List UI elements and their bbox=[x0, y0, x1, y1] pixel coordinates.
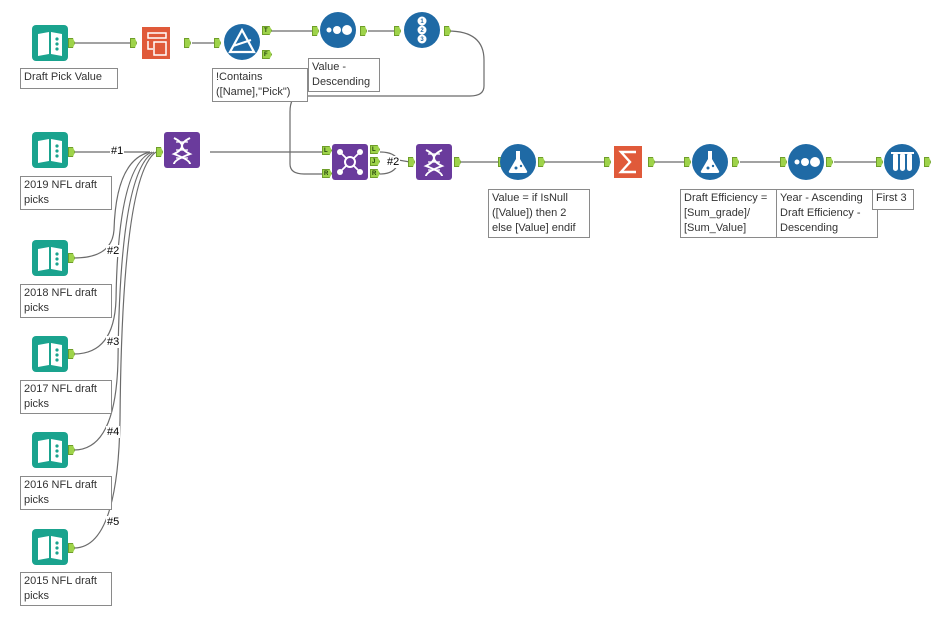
output-anchor[interactable] bbox=[454, 157, 461, 167]
sort-tool-year-efficiency[interactable] bbox=[788, 144, 824, 180]
annotation-2019-picks: 2019 NFL draft picks bbox=[20, 176, 112, 210]
annotation-draft-pick-value: Draft Pick Value bbox=[20, 68, 118, 89]
sigma-icon bbox=[614, 146, 642, 178]
join-inner-output-anchor[interactable]: J bbox=[370, 157, 380, 166]
flask-icon bbox=[692, 144, 728, 180]
input-data-tool-2017[interactable] bbox=[32, 336, 68, 372]
input-anchor[interactable] bbox=[156, 147, 163, 157]
annotation-2018-picks: 2018 NFL draft picks bbox=[20, 284, 112, 318]
input-anchor[interactable] bbox=[604, 157, 611, 167]
annotation-2015-picks: 2015 NFL draft picks bbox=[20, 572, 112, 606]
test-tubes-icon bbox=[884, 144, 920, 180]
output-anchor[interactable] bbox=[68, 445, 75, 455]
formula-tool-value[interactable] bbox=[500, 144, 536, 180]
input-anchor[interactable] bbox=[214, 38, 221, 48]
input-data-tool-2019[interactable] bbox=[32, 132, 68, 168]
output-anchor[interactable] bbox=[538, 157, 545, 167]
annotation-sort-value: Value - Descending bbox=[308, 58, 380, 92]
annotation-first-3: First 3 bbox=[872, 189, 914, 210]
book-icon bbox=[32, 336, 68, 372]
formula-tool-efficiency[interactable] bbox=[692, 144, 728, 180]
join-left-output-anchor[interactable]: L bbox=[370, 145, 380, 154]
output-anchor[interactable] bbox=[360, 26, 367, 36]
output-anchor[interactable] bbox=[68, 349, 75, 359]
flask-icon bbox=[500, 144, 536, 180]
select-tool[interactable] bbox=[138, 25, 174, 61]
input-anchor[interactable] bbox=[312, 26, 319, 36]
filter-false-anchor[interactable]: F bbox=[262, 50, 272, 59]
annotation-formula-value: Value = if IsNull ([Value]) then 2 else … bbox=[488, 189, 590, 238]
dna-icon bbox=[416, 144, 452, 180]
output-anchor[interactable] bbox=[732, 157, 739, 167]
filter-true-anchor[interactable]: T bbox=[262, 26, 272, 35]
output-anchor[interactable] bbox=[68, 38, 75, 48]
output-anchor[interactable] bbox=[68, 147, 75, 157]
svg-text:3: 3 bbox=[420, 37, 424, 43]
output-anchor[interactable] bbox=[184, 38, 191, 48]
connection-label-1: #1 bbox=[110, 145, 125, 157]
output-anchor[interactable] bbox=[648, 157, 655, 167]
output-anchor[interactable] bbox=[68, 253, 75, 263]
input-anchor[interactable] bbox=[780, 157, 787, 167]
sort-dots-icon bbox=[788, 144, 824, 180]
join-tool[interactable] bbox=[332, 144, 368, 180]
tile-tool[interactable]: 1 2 3 bbox=[404, 12, 440, 48]
annotation-2016-picks: 2016 NFL draft picks bbox=[20, 476, 112, 510]
book-icon bbox=[32, 132, 68, 168]
union-tool-2[interactable] bbox=[416, 144, 452, 180]
sample-tool[interactable] bbox=[884, 144, 920, 180]
input-anchor[interactable] bbox=[130, 38, 137, 48]
summarize-tool[interactable] bbox=[610, 144, 646, 180]
numbered-list-icon: 1 2 3 bbox=[404, 12, 440, 48]
join-network-icon bbox=[332, 144, 368, 180]
book-icon bbox=[32, 432, 68, 468]
output-anchor[interactable] bbox=[826, 157, 833, 167]
svg-text:2: 2 bbox=[420, 28, 424, 34]
wire-2015-union bbox=[73, 151, 157, 549]
join-right-output-anchor[interactable]: R bbox=[370, 169, 380, 178]
input-data-tool-2015[interactable] bbox=[32, 529, 68, 565]
connection-label-2: #2 bbox=[106, 245, 121, 257]
connection-label-join-out: #2 bbox=[386, 156, 401, 168]
wire-2017-union bbox=[73, 151, 153, 355]
annotation-filter-expression: !Contains ([Name],"Pick") bbox=[212, 68, 308, 102]
dna-icon bbox=[164, 132, 200, 168]
output-anchor[interactable] bbox=[68, 543, 75, 553]
join-left-input-anchor[interactable]: L bbox=[322, 146, 332, 155]
connection-label-4: #4 bbox=[106, 426, 121, 438]
annotation-formula-efficiency: Draft Efficiency = [Sum_grade]/ [Sum_Val… bbox=[680, 189, 778, 238]
sort-dots-icon bbox=[320, 12, 356, 48]
input-anchor[interactable] bbox=[876, 157, 883, 167]
filter-tool[interactable] bbox=[224, 24, 260, 60]
wire-2018-union bbox=[73, 151, 151, 259]
input-data-tool-2018[interactable] bbox=[32, 240, 68, 276]
annotation-2017-picks: 2017 NFL draft picks bbox=[20, 380, 112, 414]
book-icon bbox=[32, 529, 68, 565]
book-icon bbox=[32, 25, 68, 61]
connection-label-5: #5 bbox=[106, 516, 121, 528]
input-anchor[interactable] bbox=[394, 26, 401, 36]
select-columns-icon bbox=[142, 27, 170, 59]
input-data-tool-draft-pick-value[interactable] bbox=[32, 25, 68, 61]
connection-label-3: #3 bbox=[106, 336, 121, 348]
output-anchor[interactable] bbox=[924, 157, 931, 167]
input-anchor[interactable] bbox=[408, 157, 415, 167]
union-tool[interactable] bbox=[164, 132, 200, 168]
input-anchor[interactable] bbox=[684, 157, 691, 167]
input-data-tool-2016[interactable] bbox=[32, 432, 68, 468]
output-anchor[interactable] bbox=[444, 26, 451, 36]
svg-text:1: 1 bbox=[420, 19, 424, 25]
join-right-input-anchor[interactable]: R bbox=[322, 169, 332, 178]
book-icon bbox=[32, 240, 68, 276]
annotation-sort-year-efficiency: Year - Ascending Draft Efficiency - Desc… bbox=[776, 189, 878, 238]
filter-triangle-icon bbox=[224, 24, 260, 60]
sort-tool-value[interactable] bbox=[320, 12, 356, 48]
